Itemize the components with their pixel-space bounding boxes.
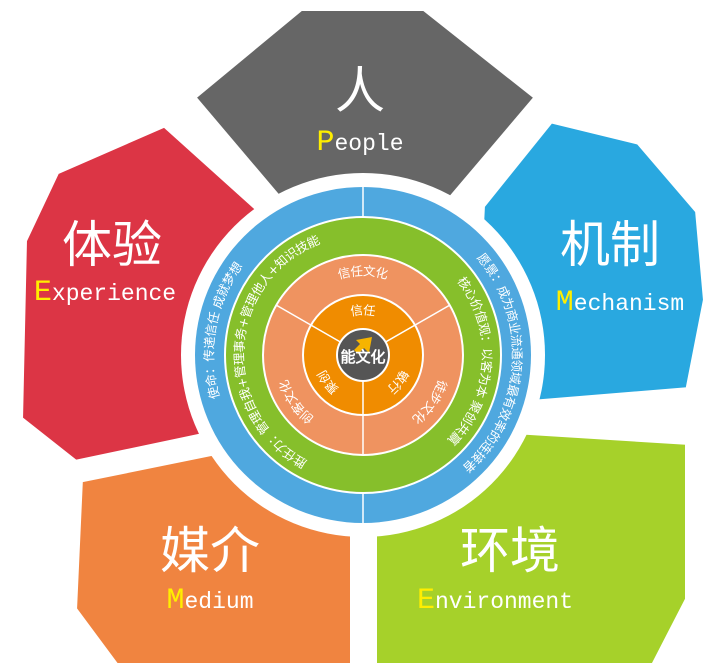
core-label: 能文化 (340, 348, 385, 366)
environment-en: Environment (417, 584, 573, 618)
experience-en: Experience (34, 276, 176, 310)
core-circle (336, 328, 390, 382)
experience-zh: 体验 (62, 216, 162, 274)
medium-zh: 媒介 (160, 522, 260, 580)
environment-zh: 环境 (460, 522, 560, 580)
people-en: People (316, 126, 403, 160)
arrow-up-right-icon (354, 337, 372, 354)
mechanism-zh: 机制 (560, 216, 660, 274)
medium-en: Medium (166, 584, 253, 618)
mechanism-en: Mechanism (556, 286, 684, 320)
people-zh: 人 (335, 62, 385, 120)
